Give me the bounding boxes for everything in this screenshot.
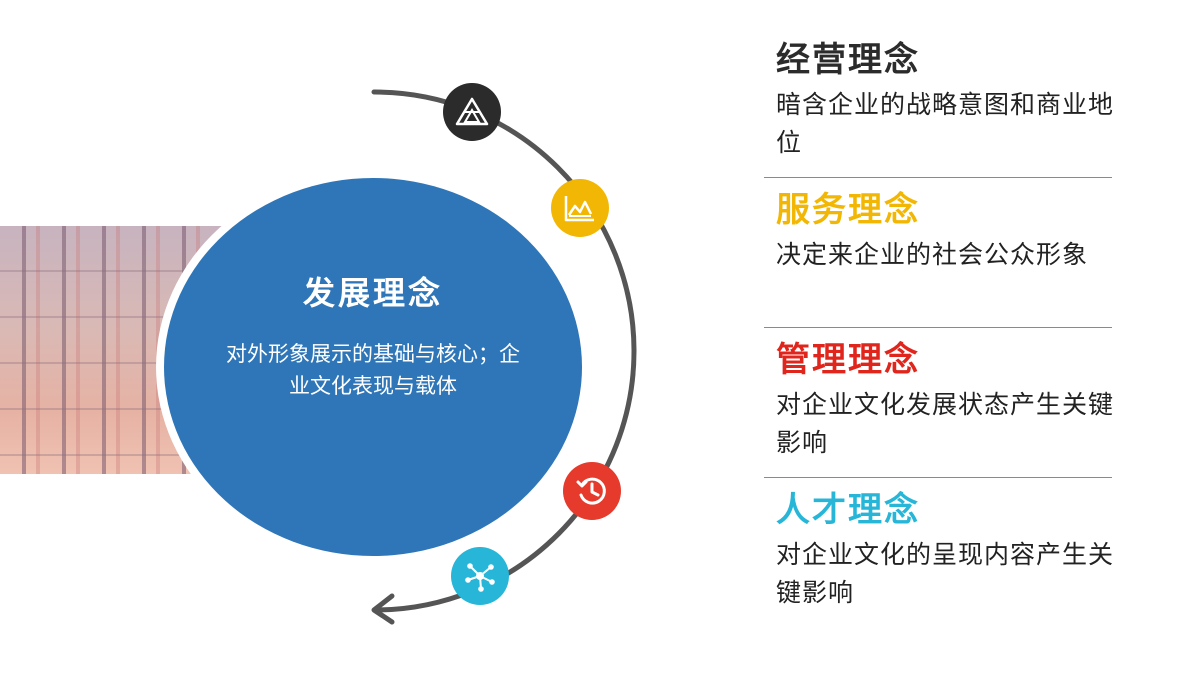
chart-icon [551, 179, 609, 237]
center-description: 对外形象展示的基础与核心；企业文化表现与载体 [226, 342, 520, 398]
concept-title: 管理理念 [776, 340, 920, 380]
center-circle [164, 178, 582, 556]
concept-title: 服务理念 [776, 190, 920, 230]
concept-title: 经营理念 [776, 40, 920, 80]
center-title: 发展理念 [302, 274, 443, 312]
concept-business: 经营理念 暗含企业的战略意图和商业地位 [776, 40, 1116, 162]
network-icon [451, 547, 509, 605]
concept-description: 对企业文化的呈现内容产生关键影响 [776, 540, 1115, 607]
concept-description: 暗含企业的战略意图和商业地位 [776, 90, 1115, 157]
concept-service: 服务理念 决定来企业的社会公众形象 [776, 190, 1116, 274]
divider [764, 477, 1112, 478]
arc-arrowhead-icon [371, 593, 395, 625]
concept-description: 决定来企业的社会公众形象 [776, 240, 1089, 269]
concept-talent: 人才理念 对企业文化的呈现内容产生关键影响 [776, 490, 1116, 612]
concept-management: 管理理念 对企业文化发展状态产生关键影响 [776, 340, 1116, 462]
divider [764, 177, 1112, 178]
triangle-logo-icon [443, 83, 501, 141]
divider [764, 327, 1112, 328]
history-clock-icon [563, 462, 621, 520]
concept-description: 对企业文化发展状态产生关键影响 [776, 390, 1115, 457]
concept-title: 人才理念 [776, 490, 920, 530]
